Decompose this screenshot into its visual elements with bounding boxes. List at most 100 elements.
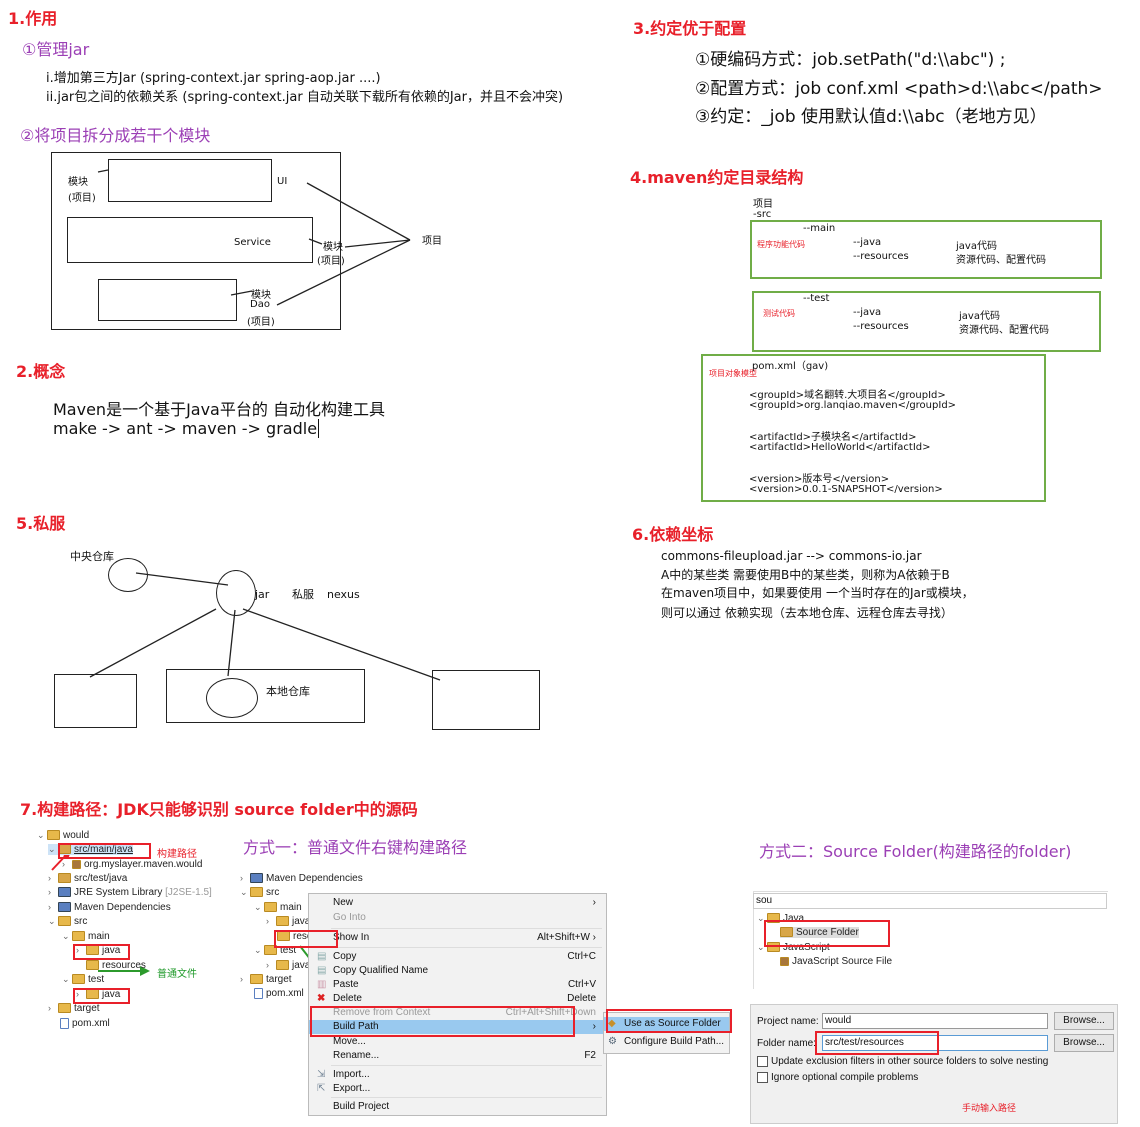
tree-item[interactable]: ›target: [240, 974, 292, 985]
build-path-note: 构建路径: [157, 849, 197, 860]
section-5-title: 5.私服: [16, 514, 66, 533]
tree-item[interactable]: ›src/test/java: [48, 873, 128, 884]
tree-item[interactable]: ⌄src: [240, 887, 280, 898]
folder-name-input[interactable]: src/test/resources: [822, 1035, 1048, 1051]
jar-label: jar: [255, 588, 270, 601]
test-java-desc: java代码: [959, 311, 1000, 322]
dao-module-label: 模块: [251, 290, 271, 301]
tree-item[interactable]: JavaScript Source File: [780, 956, 892, 967]
section-1-title: 1.作用: [8, 9, 58, 28]
library-icon: [250, 873, 263, 884]
main-java: --java: [853, 237, 882, 248]
tree-item[interactable]: ›target: [48, 1003, 100, 1014]
main-java-desc: java代码: [956, 241, 997, 252]
highlight-box: [310, 1006, 575, 1037]
tree-item[interactable]: ›JRE System Library [J2SE-1.5]: [48, 887, 212, 898]
tree-item[interactable]: ⌄JavaScript: [757, 942, 830, 953]
menu-item-move[interactable]: Move...: [333, 1036, 366, 1047]
section-1-line: i.增加第三方Jar (spring-context.jar spring-ao…: [46, 71, 381, 86]
concept-line-2: make -> ant -> maven -> gradle: [53, 419, 320, 438]
menu-item-export[interactable]: ⇱Export...: [317, 1083, 371, 1094]
copy-icon: ▤: [317, 951, 327, 962]
dao-module-box: [98, 279, 237, 321]
test-resources: --resources: [853, 321, 909, 332]
project-name-input[interactable]: would: [822, 1013, 1048, 1029]
tree-item-source-folder[interactable]: Source Folder: [780, 927, 859, 938]
wizard-filter-input[interactable]: sou: [753, 893, 1107, 909]
tree-item[interactable]: ⌄test: [62, 974, 105, 985]
menu-item-configure-build-path[interactable]: ⚙Configure Build Path...: [608, 1036, 725, 1047]
tree-item[interactable]: ⌄src: [48, 916, 88, 927]
pom-line: <version>0.0.1-SNAPSHOT</version>: [749, 484, 943, 495]
configure-icon: ⚙: [608, 1036, 617, 1047]
menu-item-rename[interactable]: Rename...F2: [333, 1050, 596, 1061]
ui-module-box: [108, 159, 272, 202]
menu-separator: [331, 1097, 602, 1098]
pom-line: <groupId>域名翻转.大项目名</groupId>: [749, 390, 946, 401]
dir-root: 项目: [753, 199, 773, 210]
menu-item-new[interactable]: New›: [333, 897, 596, 908]
tree-item[interactable]: ›Maven Dependencies: [48, 902, 171, 913]
xml-file-icon: [254, 988, 263, 999]
pom-box: [701, 354, 1046, 502]
client-box-left: [54, 674, 137, 728]
menu-item-go-into[interactable]: Go Into: [333, 912, 366, 923]
tree-item[interactable]: ⌄would: [37, 830, 90, 841]
local-repo-label: 本地仓库: [266, 685, 310, 698]
test-resources-desc: 资源代码、配置代码: [959, 325, 1049, 336]
ui-label: UI: [277, 176, 288, 187]
folder-icon: [86, 960, 99, 971]
tree-item[interactable]: pom.xml: [60, 1018, 110, 1029]
pom-line: <groupId>org.lanqiao.maven</groupId>: [749, 400, 957, 411]
tree-item[interactable]: ›java: [266, 960, 311, 971]
folder-icon: [72, 931, 85, 942]
tree-item[interactable]: ⌄main: [62, 931, 110, 942]
service-module-box: [67, 217, 313, 263]
browse-project-button[interactable]: Browse...: [1054, 1012, 1114, 1030]
menu-item-build-path[interactable]: Build Path›: [309, 1020, 606, 1034]
tree-item[interactable]: pom.xml: [254, 988, 304, 999]
concept-line-1: Maven是一个基于Java平台的 自动化构建工具: [53, 400, 385, 419]
ignore-problems-checkbox[interactable]: Ignore optional compile problems: [757, 1072, 918, 1083]
dir-main: --main: [803, 223, 836, 234]
ui-module-label: 模块: [68, 177, 88, 188]
convention-line-3: ③约定：_job 使用默认值d:\\abc（老地方见）: [695, 107, 1047, 127]
menu-item-copy-qualified-name[interactable]: ▤Copy Qualified Name: [317, 965, 429, 976]
tree-item[interactable]: ⌄test: [254, 945, 297, 956]
menu-separator: [331, 947, 602, 948]
tree-item[interactable]: ⌄Java: [757, 913, 805, 924]
local-repo-node: [206, 678, 258, 718]
section-2-title: 2.概念: [16, 362, 66, 381]
main-resources: --resources: [853, 251, 909, 262]
source-folder-icon: ◆: [608, 1018, 616, 1029]
menu-item-use-as-source-folder[interactable]: ◆Use as Source Folder: [604, 1017, 729, 1031]
tree-item[interactable]: resources: [86, 960, 146, 971]
test-java: --java: [853, 307, 882, 318]
folder-icon: [276, 916, 289, 927]
folder-icon: [767, 913, 780, 924]
update-exclusion-checkbox[interactable]: Update exclusion filters in other source…: [757, 1056, 1048, 1067]
plain-folder-note: 普通文件: [157, 969, 197, 980]
client-box-middle: [166, 669, 365, 723]
folder-icon: [58, 916, 71, 927]
highlight-box: [73, 944, 130, 960]
xml-file-icon: [60, 1018, 69, 1029]
menu-separator: [331, 1065, 602, 1066]
highlight-box: [73, 988, 130, 1004]
tree-item[interactable]: ›org.myslayer.maven.would: [62, 859, 203, 870]
tree-item[interactable]: ⌄main: [254, 902, 302, 913]
menu-item-import[interactable]: ⇲Import...: [317, 1069, 370, 1080]
tree-item[interactable]: ›Maven Dependencies: [240, 873, 363, 884]
tree-item[interactable]: ›java: [266, 916, 311, 927]
test-note: 测试代码: [763, 309, 795, 318]
browse-folder-button[interactable]: Browse...: [1054, 1034, 1114, 1052]
service-module-sub: (项目): [317, 256, 345, 267]
build-path-submenu: ◆Use as Source Folder ⚙Configure Build P…: [603, 1012, 730, 1054]
menu-item-build-project[interactable]: Build Project: [333, 1101, 390, 1112]
